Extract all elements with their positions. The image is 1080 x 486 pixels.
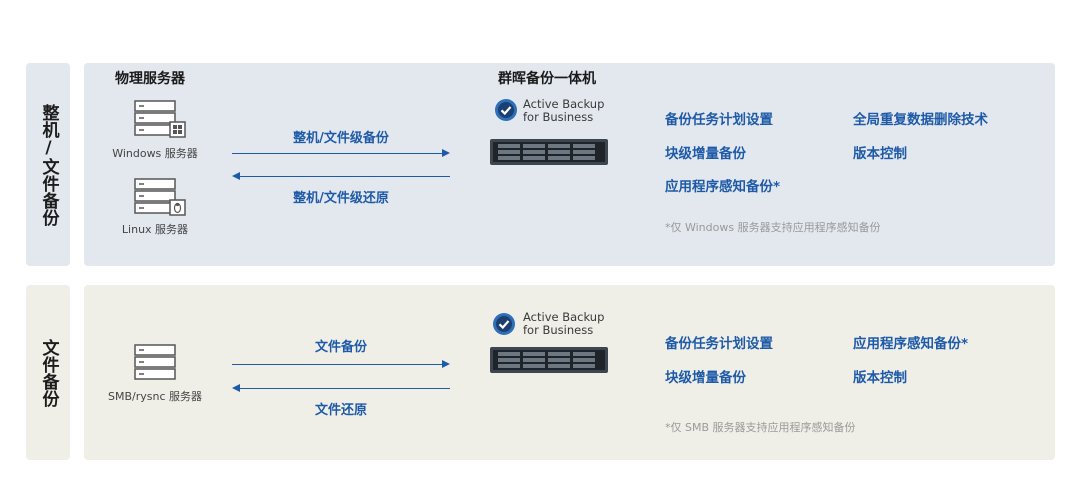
- file-backup-arrow-line: [232, 364, 442, 365]
- section-label-full-file-backup: 整机/文件备份: [26, 63, 70, 266]
- feature-schedule: 备份任务计划设置: [665, 112, 773, 128]
- section-label-file-backup: 文件备份: [26, 285, 70, 460]
- arrow-left-icon: [232, 384, 240, 392]
- linux-server-icon: [134, 178, 186, 222]
- app-name: Active Backup for Business: [523, 97, 605, 124]
- feature-block-incremental: 块级增量备份: [665, 146, 746, 162]
- restore-arrow-label: 整机/文件级还原: [293, 191, 389, 206]
- feature-block-incremental: 块级增量备份: [665, 370, 746, 386]
- footnote: *仅 Windows 服务器支持应用程序感知备份: [665, 221, 881, 234]
- nas-appliance-icon: [490, 347, 608, 377]
- feature-app-aware: 应用程序感知备份*: [665, 179, 781, 195]
- restore-arrow-line: [240, 176, 450, 177]
- file-backup-arrow-label: 文件备份: [314, 340, 367, 355]
- backup-arrow-line: [232, 153, 442, 154]
- file-restore-arrow-line: [240, 388, 450, 389]
- target-title: 群晖备份一体机: [498, 71, 596, 87]
- windows-server-icon: [134, 100, 186, 144]
- feature-app-aware: 应用程序感知备份*: [853, 336, 969, 352]
- arrow-right-icon: [442, 149, 450, 157]
- source-title: 物理服务器: [115, 71, 185, 87]
- feature-versioning: 版本控制: [853, 370, 907, 386]
- file-restore-arrow-label: 文件还原: [314, 403, 367, 418]
- active-backup-logo-icon: [494, 98, 518, 126]
- active-backup-logo-icon: [492, 312, 516, 340]
- nas-appliance-icon: [490, 139, 608, 169]
- smb-server-label: SMB/rysnc 服务器: [107, 390, 202, 403]
- arrow-right-icon: [442, 360, 450, 368]
- windows-server-label: Windows 服务器: [112, 147, 198, 160]
- feature-versioning: 版本控制: [853, 146, 907, 162]
- smb-server-icon: [134, 344, 178, 386]
- arrow-left-icon: [232, 172, 240, 180]
- feature-schedule: 备份任务计划设置: [665, 336, 773, 352]
- footnote: *仅 SMB 服务器支持应用程序感知备份: [665, 421, 856, 434]
- feature-dedup: 全局重复数据删除技术: [853, 112, 988, 128]
- linux-server-label: Linux 服务器: [121, 223, 189, 236]
- app-name: Active Backup for Business: [523, 310, 605, 337]
- backup-arrow-label: 整机/文件级备份: [293, 131, 389, 146]
